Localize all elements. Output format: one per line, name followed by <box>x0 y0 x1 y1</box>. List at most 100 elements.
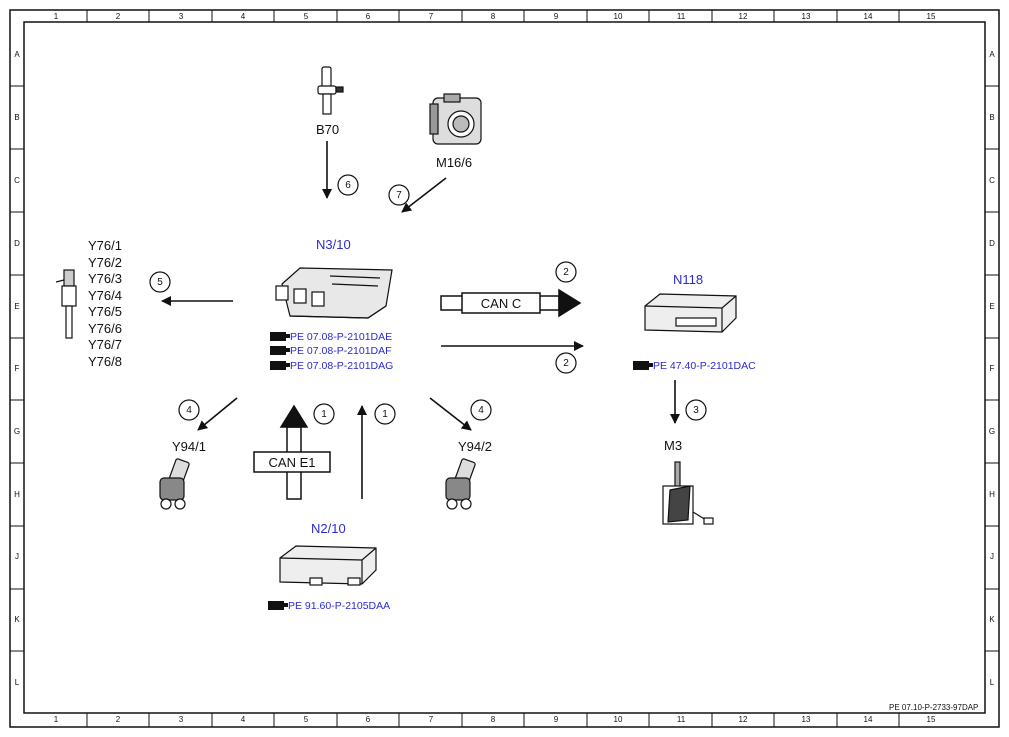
grid-col-label: 12 <box>738 715 748 724</box>
grid-col-label: 5 <box>303 715 309 724</box>
pointing-hand-icon <box>268 601 288 610</box>
grid-row-label: K <box>14 615 20 624</box>
grid-row-label: B <box>14 113 20 122</box>
n2-module-drawing <box>279 545 377 586</box>
can-c-bus-arrow <box>440 288 582 318</box>
callout-number: 6 <box>345 180 351 191</box>
callout-number: 1 <box>382 409 388 420</box>
y76-label: Y76/4 <box>88 287 122 303</box>
n3-ref-link[interactable]: PE 07.08-P-2101DAF <box>270 345 392 358</box>
inner-frame <box>23 21 986 714</box>
grid-col-label: 6 <box>365 12 371 21</box>
grid-col-label: 2 <box>115 12 121 21</box>
pointing-hand-icon <box>633 361 653 370</box>
y76-label: Y76/6 <box>88 320 122 336</box>
y94-1-valve-drawing <box>159 458 190 510</box>
n3-ecu-drawing <box>275 267 393 319</box>
grid-row-label: E <box>14 302 20 311</box>
ref-text: PE 07.08-P-2101DAG <box>290 360 394 372</box>
callout-number: 4 <box>478 405 484 416</box>
callout-number: 3 <box>693 405 699 416</box>
b70-label: B70 <box>316 122 340 137</box>
y94-2-label: Y94/2 <box>458 439 492 454</box>
ref-text: PE 07.08-P-2101DAF <box>290 345 392 357</box>
grid-col-label: 11 <box>676 12 686 21</box>
grid-ticks <box>10 10 999 727</box>
grid-col-label: 10 <box>613 12 623 21</box>
y76-label: Y76/3 <box>88 271 122 286</box>
callout-number: 4 <box>186 405 192 416</box>
grid-col-label: 7 <box>428 715 434 724</box>
ref-text: PE 47.40-P-2101DAC <box>653 360 756 372</box>
grid-col-label: 2 <box>115 715 121 724</box>
n118-module-drawing <box>644 293 737 333</box>
grid-col-label: 15 <box>926 715 936 724</box>
n3-ref-link[interactable]: PE 07.08-P-2101DAG <box>270 360 393 373</box>
grid-row-label: H <box>14 490 20 499</box>
grid-col-label: 4 <box>240 715 246 724</box>
grid-row-label: E <box>989 302 995 311</box>
signal-arrows <box>161 141 680 499</box>
arrow-m16-to-n3 <box>401 177 447 213</box>
grid-row-label: A <box>14 50 20 59</box>
callout-number: 7 <box>396 190 402 201</box>
grid-row-label: J <box>990 552 994 561</box>
grid-col-label: 13 <box>801 715 811 724</box>
document-reference-footer: PE 07.10-P-2733-97DAP <box>889 703 979 712</box>
grid-row-label: C <box>14 176 20 185</box>
grid-col-label: 4 <box>240 12 246 21</box>
grid-row-label: K <box>989 615 995 624</box>
grid-col-label: 9 <box>553 12 559 21</box>
pointing-hand-icon <box>270 361 290 370</box>
n3-ref-link[interactable]: PE 07.08-P-2101DAE <box>270 331 392 344</box>
grid-col-label: 6 <box>365 715 371 724</box>
grid-row-label: J <box>15 552 19 561</box>
grid-col-label: 15 <box>926 12 936 21</box>
m3-label: M3 <box>664 438 683 453</box>
n3-label[interactable]: N3/10 <box>316 237 351 252</box>
n2-ref-link[interactable]: PE 91.60-P-2105DAA <box>268 600 390 613</box>
y94-1-label: Y94/1 <box>172 439 206 454</box>
n118-ref-link[interactable]: PE 47.40-P-2101DAC <box>633 360 756 373</box>
n118-label[interactable]: N118 <box>673 272 704 287</box>
y76-label: Y76/7 <box>88 337 122 352</box>
grid-col-label: 9 <box>553 715 559 724</box>
callout-number: 2 <box>563 358 569 369</box>
grid-row-label: B <box>989 113 995 122</box>
callout-number: 1 <box>321 409 327 420</box>
can-e1-bus-arrow <box>253 404 331 500</box>
grid-col-label: 3 <box>178 715 184 724</box>
grid-col-label: 5 <box>303 12 309 21</box>
y76-label: Y76/2 <box>88 254 122 270</box>
can-c-label: CAN C <box>480 296 522 311</box>
callout-number: 5 <box>157 277 163 288</box>
grid-col-label: 14 <box>863 12 873 21</box>
n2-label[interactable]: N2/10 <box>311 521 346 536</box>
grid-row-label: D <box>14 239 20 248</box>
grid-row-label: G <box>13 427 21 436</box>
grid-col-label: 1 <box>53 715 59 724</box>
callout-circles <box>149 174 707 425</box>
ref-text: PE 07.08-P-2101DAE <box>290 331 393 343</box>
ref-text: PE 91.60-P-2105DAA <box>288 600 391 612</box>
pointing-hand-icon <box>270 346 290 355</box>
grid-col-label: 10 <box>613 715 623 724</box>
grid-row-label: F <box>989 364 995 373</box>
y76-label: Y76/5 <box>88 304 122 319</box>
grid-col-label: 3 <box>178 12 184 21</box>
callout-number: 2 <box>563 267 569 278</box>
m3-pump-drawing <box>662 461 714 525</box>
grid-col-label: 8 <box>490 12 496 21</box>
m16-label: M16/6 <box>436 155 473 170</box>
grid-row-label: D <box>989 239 995 248</box>
y76-label: Y76/1 <box>88 238 122 253</box>
can-e1-label: CAN E1 <box>268 455 316 470</box>
pointing-hand-icon <box>270 332 290 341</box>
y76-injector-drawing <box>55 269 77 339</box>
grid-row-label: G <box>988 427 996 436</box>
grid-col-label: 12 <box>738 12 748 21</box>
grid-col-label: 8 <box>490 715 496 724</box>
grid-col-label: 7 <box>428 12 434 21</box>
arrow-n3-to-y94-1 <box>197 397 238 431</box>
